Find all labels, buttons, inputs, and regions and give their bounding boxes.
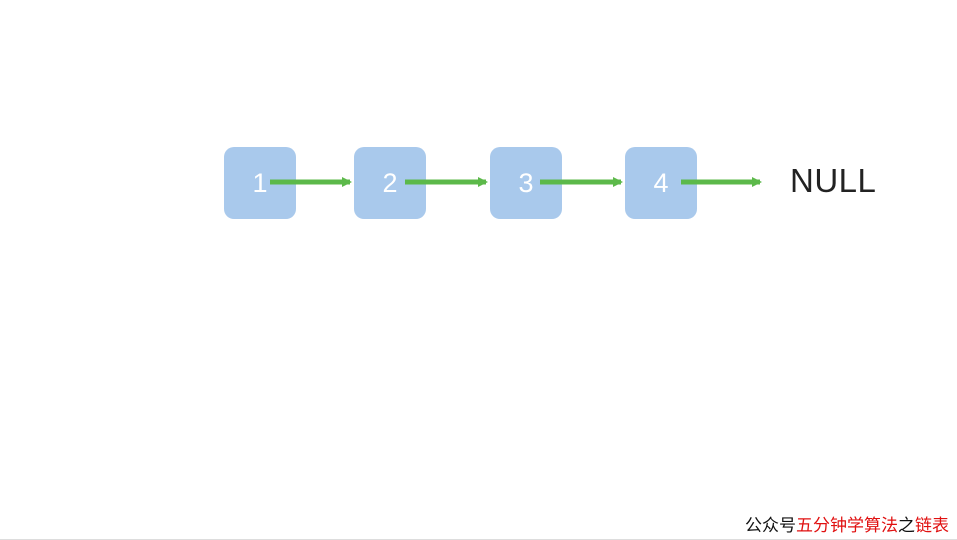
list-node: 1 xyxy=(224,147,296,219)
list-node: 3 xyxy=(490,147,562,219)
node-value: 4 xyxy=(653,167,669,198)
caption-brand: 五分钟学算法 xyxy=(796,516,898,536)
node-value: 2 xyxy=(382,167,398,198)
null-terminator: NULL xyxy=(790,162,877,199)
caption-joiner: 之 xyxy=(898,516,915,536)
watermark-caption: 公众号五分钟学算法之链表 xyxy=(745,511,949,536)
node-value: 3 xyxy=(518,167,534,198)
list-node: 4 xyxy=(625,147,697,219)
node-value: 1 xyxy=(252,167,268,198)
caption-prefix: 公众号 xyxy=(745,516,796,536)
list-node: 2 xyxy=(354,147,426,219)
caption-topic: 链表 xyxy=(915,516,949,536)
